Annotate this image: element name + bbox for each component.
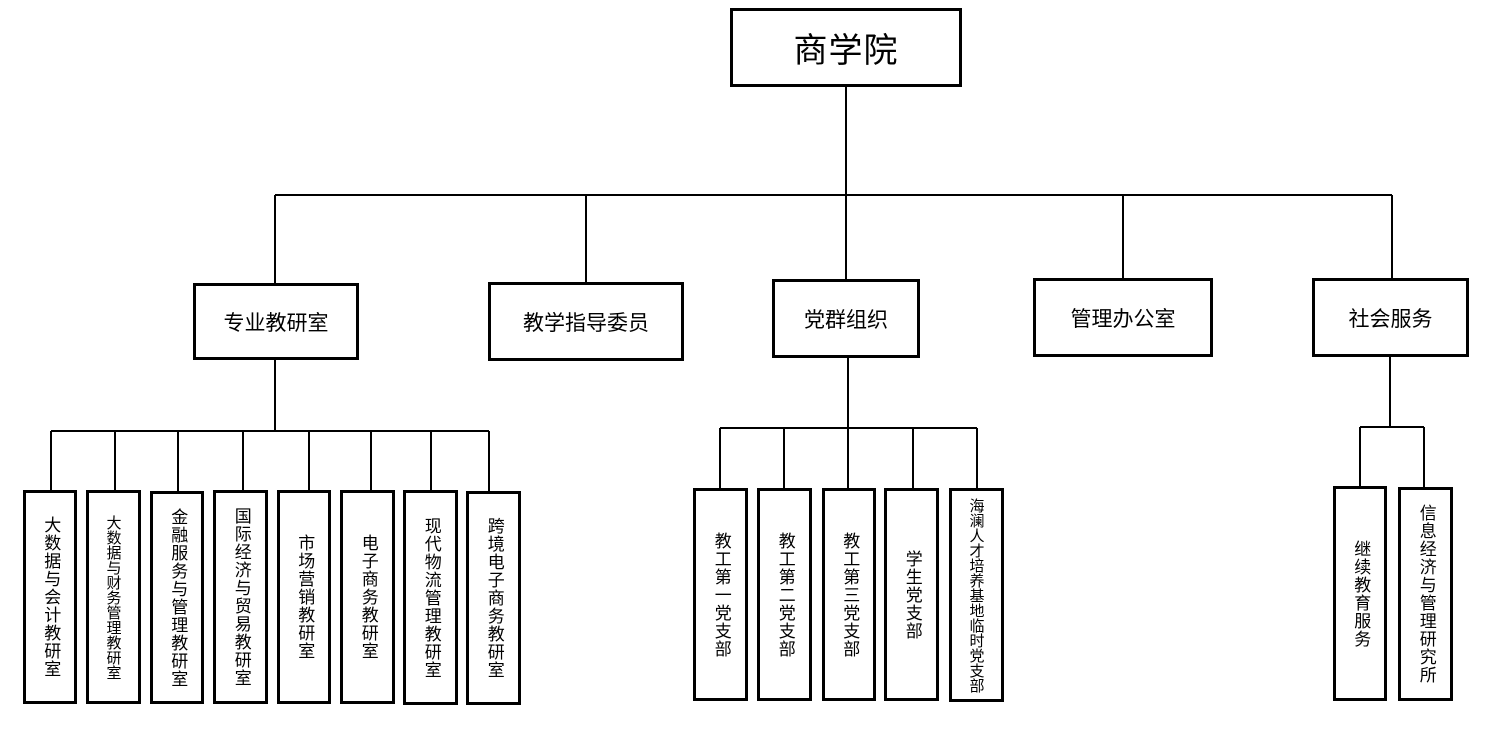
leaf-node: 教工第二党支部	[757, 488, 812, 701]
branch-label: 社会服务	[1348, 306, 1433, 331]
leaf-label: 大数据与会计教研室	[40, 516, 61, 678]
leaf-node: 金融服务与管理教研室	[150, 491, 204, 704]
leaf-label: 金融服务与管理教研室	[167, 507, 188, 688]
leaf-node: 学生党支部	[884, 488, 939, 701]
branch-label: 教学指导委员	[523, 310, 649, 335]
branch-node-teaching-office: 专业教研室	[193, 283, 359, 360]
leaf-node: 教工第三党支部	[822, 488, 876, 701]
leaf-label: 学生党支部	[901, 549, 922, 640]
branch-label: 专业教研室	[223, 310, 329, 335]
leaf-node: 海澜人才培养基地临时党支部	[949, 488, 1004, 702]
leaf-node: 市场营销教研室	[277, 490, 331, 704]
leaf-label: 教工第一党支部	[710, 531, 731, 658]
leaf-label: 信息经济与管理研究所	[1415, 504, 1436, 684]
branch-label: 管理办公室	[1070, 306, 1176, 331]
leaf-node: 继续教育服务	[1333, 486, 1387, 701]
leaf-label: 大数据与财务管理教研室	[104, 514, 123, 680]
leaf-label: 教工第二党支部	[774, 531, 795, 658]
root-node: 商学院	[730, 8, 962, 87]
leaf-node: 大数据与会计教研室	[23, 490, 77, 704]
leaf-label: 国际经济与贸易教研室	[230, 507, 251, 687]
leaf-node: 教工第一党支部	[693, 488, 748, 701]
root-label: 商学院	[793, 31, 899, 71]
leaf-node: 大数据与财务管理教研室	[86, 490, 141, 704]
leaf-label: 教工第三党支部	[839, 531, 860, 658]
branch-node-party-organization: 党群组织	[772, 279, 920, 358]
branch-node-teaching-committee: 教学指导委员	[488, 282, 684, 361]
leaf-label: 跨境电子商务教研室	[483, 517, 504, 679]
branch-node-social-service: 社会服务	[1312, 278, 1469, 357]
leaf-label: 继续教育服务	[1350, 539, 1371, 648]
leaf-label: 现代物流管理教研室	[420, 516, 441, 679]
branch-label: 党群组织	[804, 307, 888, 332]
connector-lines	[50, 86, 1425, 492]
branch-node-admin-office: 管理办公室	[1033, 278, 1213, 357]
leaf-label: 海澜人才培养基地临时党支部	[967, 497, 986, 693]
leaf-node: 现代物流管理教研室	[403, 490, 458, 705]
leaf-node: 国际经济与贸易教研室	[213, 490, 268, 704]
leaf-node: 跨境电子商务教研室	[466, 491, 521, 705]
leaf-node: 信息经济与管理研究所	[1398, 487, 1453, 701]
leaf-node: 电子商务教研室	[340, 490, 395, 704]
leaf-label: 电子商务教研室	[357, 534, 378, 660]
leaf-label: 市场营销教研室	[294, 534, 315, 660]
